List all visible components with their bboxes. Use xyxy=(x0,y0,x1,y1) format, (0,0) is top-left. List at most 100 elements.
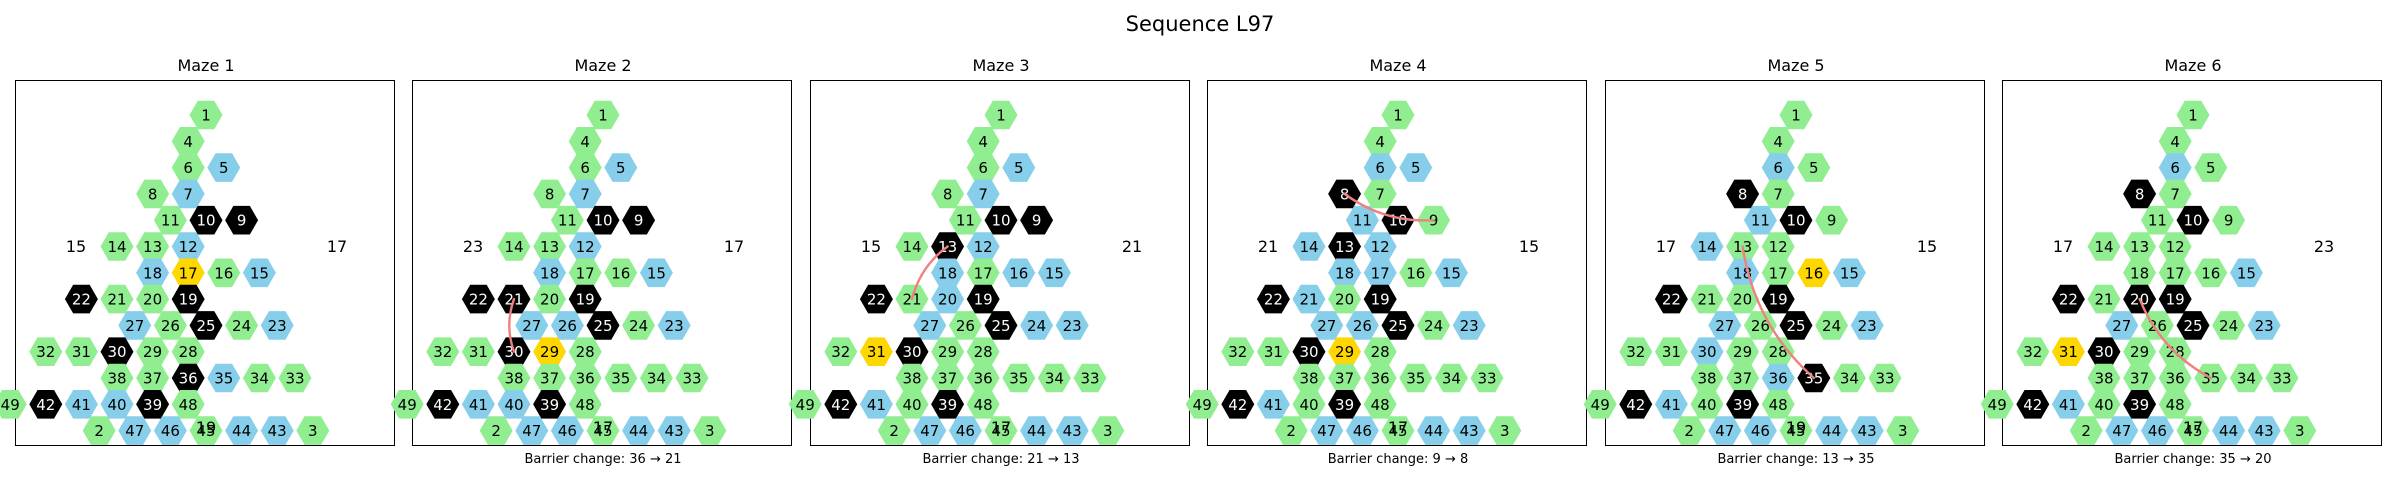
maze-node: 43 xyxy=(1452,416,1486,445)
hex-cell xyxy=(171,337,205,366)
node-label: 6 xyxy=(580,159,590,177)
hex-cell xyxy=(913,311,947,340)
hex-cell xyxy=(136,363,170,393)
maze-node: 19 xyxy=(1761,284,1795,314)
node-label: 29 xyxy=(143,343,162,361)
hex-cell xyxy=(64,284,98,314)
hex-cell xyxy=(1726,337,1760,366)
hex-cell xyxy=(1002,258,1036,288)
hex-cell xyxy=(1690,363,1724,393)
maze-node: 38 xyxy=(895,363,929,393)
node-label: 34 xyxy=(2237,370,2256,388)
hex-cell xyxy=(1708,311,1742,340)
hex-cell xyxy=(189,205,223,235)
hex-cell xyxy=(604,258,638,288)
hex-cell xyxy=(931,258,965,288)
node-label: 36 xyxy=(576,370,595,388)
maze-node: 44 xyxy=(1417,416,1451,445)
node-label: 33 xyxy=(1080,370,1099,388)
node-label: 21 xyxy=(2094,291,2113,309)
maze-node: 2 xyxy=(479,416,513,445)
hex-cell xyxy=(586,100,620,130)
maze-node: 43 xyxy=(260,416,294,445)
hex-cell xyxy=(1363,232,1397,261)
hex-cell xyxy=(426,390,460,419)
node-label: 12 xyxy=(2166,238,2185,256)
hex-cell xyxy=(948,311,982,340)
hex-cell xyxy=(1654,284,1688,314)
node-label: 48 xyxy=(1769,396,1788,414)
node-label: 32 xyxy=(1228,343,1247,361)
hex-cell xyxy=(1761,258,1795,288)
node-label: 3 xyxy=(308,422,318,440)
hex-cell xyxy=(1488,416,1522,445)
node-label: 15 xyxy=(2237,264,2256,282)
hex-cell xyxy=(2123,390,2157,419)
hex-cell xyxy=(1328,232,1362,261)
node-label: 43 xyxy=(1460,422,1479,440)
node-label: 29 xyxy=(938,343,957,361)
hex-cell xyxy=(1256,284,1290,314)
node-label: 5 xyxy=(1014,159,1024,177)
hex-cell xyxy=(2123,337,2157,366)
maze-node: 41 xyxy=(1654,390,1688,419)
maze-node: 46 xyxy=(948,416,982,445)
hex-cell xyxy=(2283,416,2317,445)
hex-cell xyxy=(1292,284,1326,314)
node-label: 35 xyxy=(214,370,233,388)
maze-node: 48 xyxy=(568,390,602,419)
node-label: 19 xyxy=(974,291,993,309)
maze-node: 35 xyxy=(1002,363,1036,393)
node-label: 40 xyxy=(1299,396,1318,414)
node-label: 27 xyxy=(1317,317,1336,335)
hex-cell xyxy=(2194,258,2228,288)
maze-node: 7 xyxy=(2158,179,2192,209)
node-label: 26 xyxy=(558,317,577,335)
hex-cell xyxy=(1055,416,1089,445)
node-label: 25 xyxy=(991,317,1010,335)
maze-node: 15 xyxy=(1434,258,1468,288)
maze-node: 22 xyxy=(461,284,495,314)
hex-cell xyxy=(622,416,656,445)
node-label: 14 xyxy=(107,238,126,256)
node-label: 42 xyxy=(2023,396,2042,414)
node-label: 19 xyxy=(1769,291,1788,309)
hex-cell xyxy=(568,258,602,288)
node-label: 12 xyxy=(576,238,595,256)
node-label: 41 xyxy=(72,396,91,414)
maze-node: 44 xyxy=(2212,416,2246,445)
hex-cell xyxy=(931,179,965,209)
hex-cell xyxy=(639,363,673,393)
hex-cell xyxy=(622,205,656,235)
maze-title: Maze 4 xyxy=(1369,56,1427,75)
hex-cell xyxy=(2158,127,2192,156)
node-label: 44 xyxy=(1822,422,1841,440)
hex-cell xyxy=(2123,258,2157,288)
node-label: 6 xyxy=(183,159,193,177)
hex-cell xyxy=(1020,205,1054,235)
maze-node: 18 xyxy=(1328,258,1362,288)
hex-cell xyxy=(1690,232,1724,261)
node-label: 3 xyxy=(2295,422,2305,440)
maze-node: 44 xyxy=(1815,416,1849,445)
hex-cell xyxy=(64,337,98,366)
maze-node: 23 xyxy=(657,311,691,340)
maze-node: 2 xyxy=(1274,416,1308,445)
hex-cell xyxy=(136,258,170,288)
node-label: 15 xyxy=(1045,264,1064,282)
node-label: 9 xyxy=(2224,212,2234,230)
maze-node: 35 xyxy=(604,363,638,393)
node-label: 1 xyxy=(996,107,1006,125)
maze-node: 25 xyxy=(189,311,223,340)
maze-node: 5 xyxy=(1002,153,1036,182)
maze-node: 10 xyxy=(2176,205,2210,235)
maze-node: 47 xyxy=(1310,416,1344,445)
maze-node: 44 xyxy=(622,416,656,445)
node-label: 46 xyxy=(1751,422,1770,440)
hex-cell xyxy=(1726,363,1760,393)
hex-cell xyxy=(1399,258,1433,288)
maze-node: 38 xyxy=(497,363,531,393)
maze-node: 27 xyxy=(118,311,152,340)
maze-node: 40 xyxy=(2087,390,2121,419)
